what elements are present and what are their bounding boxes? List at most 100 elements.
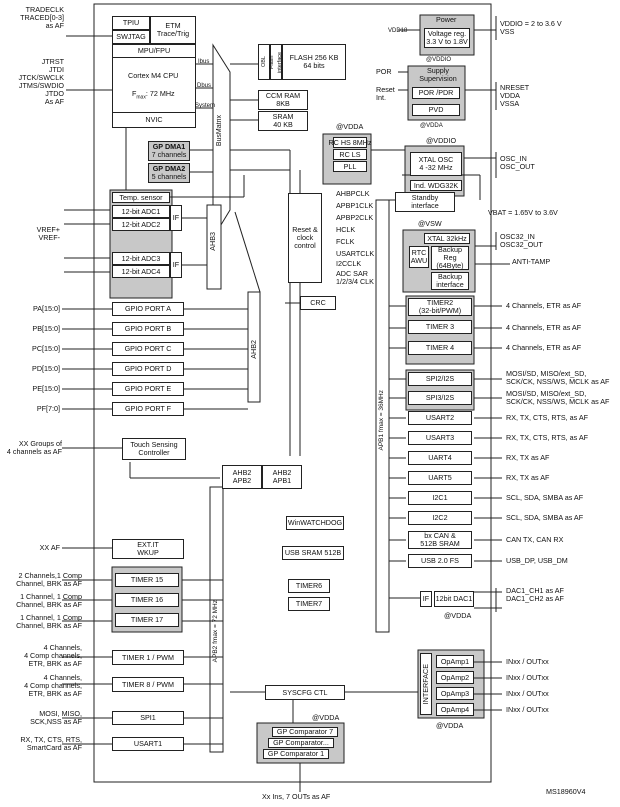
timer17-block: TIMER 17 bbox=[115, 613, 179, 627]
vbat-label: VBAT = 1.65V to 3.6V bbox=[488, 208, 558, 217]
apb2-bus bbox=[209, 486, 224, 753]
ahb2-bus bbox=[247, 291, 261, 403]
nvic-block: NVIC bbox=[112, 112, 196, 128]
rc-hs-block: RC HS 8MHz bbox=[328, 137, 372, 148]
usart2-pins-label: RX, TX, CTS, RTS, as AF bbox=[506, 413, 589, 422]
ind-wdg-block: Ind. WDG32K bbox=[410, 180, 462, 191]
vddio-range-label: VDDIO = 2 to 3.6 V VSS bbox=[500, 19, 562, 36]
dma1-sub: 7 channels bbox=[151, 150, 187, 159]
vdd18-label: VDD18 bbox=[388, 28, 408, 34]
gpio-pa-label: PA[15:0] bbox=[32, 304, 60, 313]
busmatrix-label: BusMatrix bbox=[216, 115, 223, 147]
por-label: POR bbox=[376, 67, 392, 76]
ahb3-bus bbox=[206, 204, 222, 290]
etm-label: ETM bbox=[165, 21, 181, 30]
adc12-if-label: IF bbox=[172, 213, 180, 222]
comparator-pins-label: Xx Ins, 7 OUTs as AF bbox=[262, 792, 331, 801]
spi2-pins-label: MOSI/SD, MISO/ext_SD, SCK/CK, NSS/WS, MC… bbox=[506, 369, 610, 386]
clk-vddio-label: @VDDIO bbox=[426, 136, 457, 145]
clk-apbp2clk: APBP2CLK bbox=[336, 213, 374, 222]
backup-interface-block: Backup interface bbox=[431, 272, 469, 290]
dma1-title: GP DMA1 bbox=[152, 142, 186, 151]
opamp-interface-label: INTERFACE bbox=[421, 663, 430, 705]
ibus-label: Ibus bbox=[198, 59, 210, 65]
jtag-pins-label: JTRST JTDI JTCK/SWCLK JTMS/SWDIO JTDO As… bbox=[18, 57, 64, 106]
power-vddio-label: @VDDIO bbox=[426, 57, 452, 63]
gp-comparator7: GP Comparator 7 bbox=[272, 727, 338, 737]
vref-minus-label: VREF- bbox=[38, 233, 60, 242]
timer4-block: TIMER 4 bbox=[408, 341, 472, 355]
timer3-pins-label: 4 Channels, ETR as AF bbox=[506, 323, 582, 332]
mpu-label: MPU/FPU bbox=[137, 46, 171, 55]
ccm-ram-block: CCM RAM 8KB bbox=[258, 90, 308, 110]
dma2-title: GP DMA2 bbox=[152, 164, 186, 173]
cpu-fmax-prefix: F bbox=[132, 89, 137, 98]
timer16-pins-label: 1 Channel, 1 Comp Channel, BRK as AF bbox=[16, 592, 82, 609]
clk-usartclk: USARTCLK bbox=[336, 249, 375, 258]
dac-if-block: IF bbox=[420, 591, 432, 607]
i2c2-pins-label: SCL, SDA, SMBA as AF bbox=[506, 513, 584, 522]
timer6-block: TIMER6 bbox=[288, 579, 330, 593]
comp-vdda-label: @VDDA bbox=[312, 713, 340, 722]
dma2-block: GP DMA2 5 channels bbox=[148, 163, 190, 183]
touch-sensing-block: Touch Sensing Controller bbox=[122, 438, 186, 460]
ahb2-apb1-bridge: AHB2 APB1 bbox=[262, 465, 302, 489]
ahb3-label: AHB3 bbox=[208, 232, 217, 251]
opamp1-pins-label: INxx / OUTxx bbox=[506, 657, 549, 666]
power-title: Power bbox=[436, 15, 457, 24]
opamp-vdda-label: @VDDA bbox=[436, 721, 464, 730]
bxcan-block: bx CAN & 512B SRAM bbox=[408, 531, 472, 549]
timer1-pins-label: 4 Channels, 4 Comp channels, ETR, BRK as… bbox=[24, 643, 82, 668]
trace-trig-label: Trace/Trig bbox=[156, 29, 190, 38]
xtal-osc-block: XTAL OSC 4 -32 MHz bbox=[410, 152, 462, 176]
adc2-block: 12-bit ADC2 bbox=[112, 218, 170, 231]
temp-sensor-label: Temp. sensor bbox=[119, 192, 163, 202]
tpiu-block: TPIU bbox=[112, 16, 150, 30]
gpio-pc-label: PC[15:0] bbox=[32, 344, 60, 353]
gpio-pb-label: PB[15:0] bbox=[32, 324, 60, 333]
mpu-fpu-block: MPU/FPU bbox=[112, 44, 196, 58]
spi3-pins-label: MOSI/SD, MISO/ext_SD, SCK/CK, NSS/WS, MC… bbox=[506, 389, 610, 406]
timer16-block: TIMER 16 bbox=[115, 593, 179, 607]
standby-interface-block: Standby interface bbox=[395, 192, 455, 212]
opamp-interface-block: INTERFACE bbox=[420, 653, 432, 715]
clk-i2cclk: I2CCLK bbox=[336, 259, 362, 268]
trace-pins-label: TRADECLK TRACED[0-3] as AF bbox=[20, 5, 64, 30]
gpio-port-d: GPIO PORT D bbox=[112, 362, 184, 376]
swjtag-block: SWJTAG bbox=[112, 30, 150, 44]
clk-fclk: FCLK bbox=[336, 237, 355, 246]
por-pdr-block: POR /PDR bbox=[412, 87, 460, 99]
gpio-port-b: GPIO PORT B bbox=[112, 322, 184, 336]
usart1-pins-label: RX, TX, CTS, RTS, SmartCard as AF bbox=[20, 735, 82, 752]
timer2-pins-label: 4 Channels, ETR as AF bbox=[506, 301, 582, 310]
exti-block: EXT.IT WKUP bbox=[112, 539, 184, 559]
winwatchdog-block: WinWATCHDOG bbox=[286, 516, 344, 530]
tpiu-label: TPIU bbox=[122, 18, 140, 27]
touch-pins-label: XX Groups of 4 channels as AF bbox=[6, 439, 62, 456]
timer8-pwm-block: TIMER 8 / PWM bbox=[112, 677, 184, 692]
sram-block: SRAM 40 KB bbox=[258, 111, 308, 131]
cpu-fmax-label: Fmax: 72 MHz bbox=[132, 90, 175, 101]
opamp4-block: OpAmp4 bbox=[436, 703, 474, 716]
opamp3-block: OpAmp3 bbox=[436, 687, 474, 700]
usart3-pins-label: RX, TX, CTS, RTS, as AF bbox=[506, 433, 589, 442]
apb1-bus bbox=[375, 199, 390, 633]
uart5-pins-label: RX, TX as AF bbox=[506, 473, 550, 482]
adc3-block: 12-bit ADC3 bbox=[112, 252, 170, 265]
dac-pins-label: DAC1_CH1 as AF DAC1_CH2 as AF bbox=[506, 586, 564, 603]
usart2-block: USART2 bbox=[408, 411, 472, 425]
gpio-pe-label: PE[15:0] bbox=[32, 384, 60, 393]
timer1-pwm-block: TIMER 1 / PWM bbox=[112, 650, 184, 665]
flash-interface-block: Flash interface bbox=[269, 44, 283, 80]
vsw-label: @VSW bbox=[418, 219, 442, 228]
clk-apbp1clk: APBP1CLK bbox=[336, 201, 374, 210]
opamp4-pins-label: INxx / OUTxx bbox=[506, 705, 549, 714]
i2c1-block: I2C1 bbox=[408, 491, 472, 505]
nreset-label: NRESET VDDA VSSA bbox=[500, 83, 530, 108]
vref-plus-label: VREF+ bbox=[36, 225, 60, 234]
cpu-fmax-sub: max bbox=[136, 94, 146, 101]
chip-outline bbox=[93, 3, 492, 783]
gpio-port-f: GPIO PORT F bbox=[112, 402, 184, 416]
ahb2-label: AHB2 bbox=[249, 340, 258, 359]
timer15-pins-label: 2 Channels,1 Comp Channel, BRK as AF bbox=[16, 571, 82, 588]
